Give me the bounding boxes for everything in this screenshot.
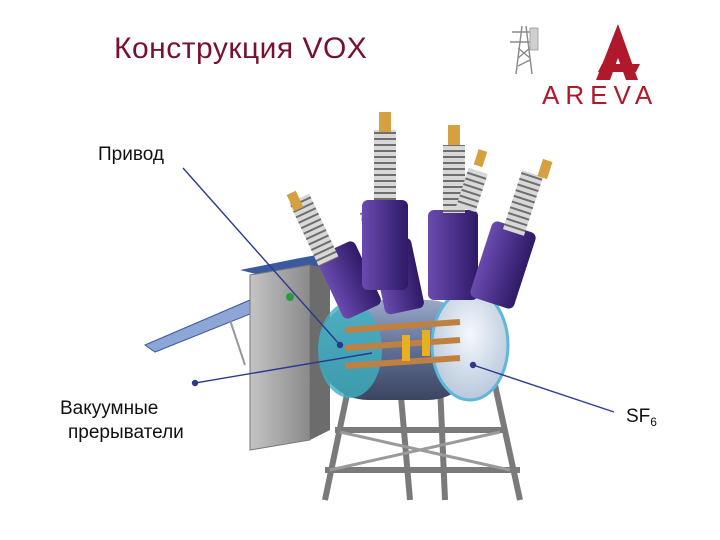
callout-sf6: SF6: [626, 405, 657, 434]
bushing-1: [286, 190, 381, 319]
callout-vacuum-line2: прерыватели: [68, 422, 184, 443]
bushing-3: [362, 112, 408, 290]
bushing-4: [428, 125, 478, 300]
callout-vacuum-interrupters: Вакуумные прерыватели: [60, 397, 184, 445]
callout-drive: Привод: [98, 144, 164, 165]
support-frame: [322, 379, 523, 501]
callout-sf6-base: SF: [626, 406, 651, 427]
bushing-5: [470, 158, 553, 309]
slide-title: Конструкция VOX: [114, 32, 368, 65]
callout-sf6-subscript: 6: [650, 415, 657, 429]
areva-wordmark: AREVA: [542, 80, 659, 110]
substation-pylon-icon: [510, 25, 539, 75]
areva-logo-icon: [596, 24, 640, 80]
callout-vacuum-line1: Вакуумные: [60, 398, 159, 419]
leader-lines: [182, 167, 615, 413]
drive-cabinet: [249, 264, 311, 451]
